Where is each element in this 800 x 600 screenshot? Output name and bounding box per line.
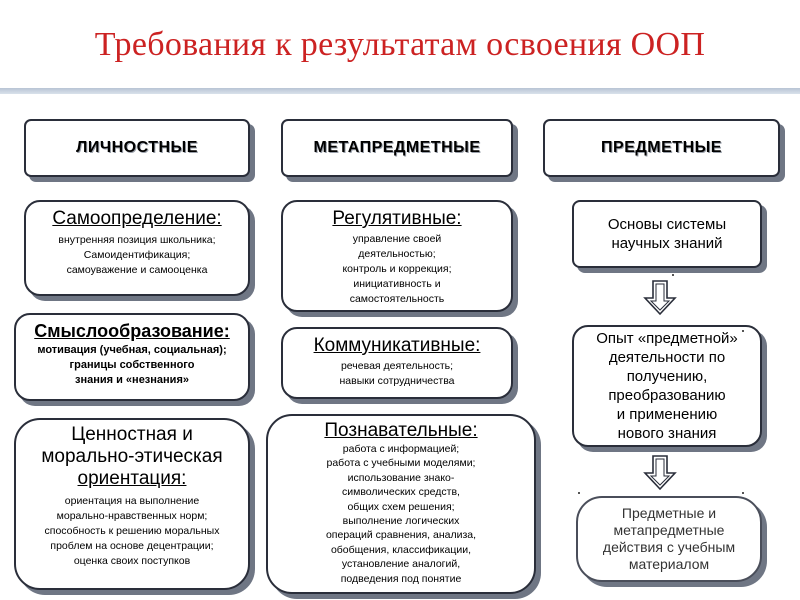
box-line: материалом (628, 556, 710, 572)
box-line: управление своей (352, 233, 442, 245)
box-line: ориентация на выполнение (64, 495, 200, 507)
box-line: Предметные и (621, 505, 717, 521)
box-line: установление аналогий, (341, 558, 461, 571)
header-personal: ЛИЧНОСТНЫЕ (24, 119, 250, 177)
box-line: самоуважение и самооценка (66, 264, 208, 276)
box-line: инициативность и (353, 278, 441, 290)
personal-box-meaning-formation: Смыслообразование: мотивация (учебная, с… (14, 313, 250, 401)
box-line: Основы системы (607, 216, 727, 233)
box-line: деятельностью; (358, 248, 436, 260)
box-line: знания и «незнания» (75, 374, 189, 386)
box-line: проблем на основе децентрации; (50, 540, 214, 552)
box-line: научных знаний (611, 235, 723, 252)
communicative-title: Коммуникативные: (313, 335, 481, 356)
self-determination-title: Самоопределение: (52, 208, 222, 229)
box-line: навыки сотрудничества (339, 375, 455, 387)
box-title-line: ориентация: (77, 468, 187, 489)
box-line: работа с информацией; (342, 443, 460, 455)
regulative-title: Регулятивные: (332, 208, 462, 229)
box-line: мотивация (учебная, социальная); (37, 344, 227, 356)
down-arrow-icon (643, 280, 677, 316)
header-meta-label: МЕТАПРЕДМЕТНЫЕ (313, 139, 481, 156)
page-title: Требования к результатам освоения ООП (94, 26, 706, 63)
subject-box-subject-experience: Опыт «предметной» деятельности по получе… (572, 325, 762, 447)
box-line: контроль и коррекция; (342, 263, 452, 275)
box-line: границы собственного (69, 359, 195, 371)
box-line: морально-нравственных норм; (56, 510, 208, 522)
subject-box-actions: Предметные и метапредметные действия с у… (576, 496, 762, 582)
box-line: оценка своих поступков (73, 555, 191, 567)
box-line: способность к решению моральных (44, 525, 220, 537)
subject-box-science-basics: Основы системы научных знаний (572, 200, 762, 268)
box-line: действия с учебным (602, 539, 736, 555)
meta-box-communicative: Коммуникативные: речевая деятельность; н… (281, 327, 513, 399)
header-personal-label: ЛИЧНОСТНЫЕ (76, 139, 198, 156)
box-line: символических средств, (342, 486, 460, 499)
box-line: общих схем решения; (347, 500, 455, 513)
down-arrow-icon (643, 455, 677, 491)
personal-box-value-orientation: Ценностная и морально-этическая ориентац… (14, 418, 250, 590)
meaning-formation-title: Смыслообразование: (34, 321, 230, 341)
cognitive-title: Познавательные: (324, 420, 478, 441)
personal-box-self-determination: Самоопределение: внутренняя позиция школ… (24, 200, 250, 296)
decorative-dot (742, 492, 744, 494)
title-divider (0, 88, 800, 94)
box-line: и применению (616, 406, 718, 423)
box-line: операций сравнения, анализа, (325, 529, 477, 542)
header-meta: МЕТАПРЕДМЕТНЫЕ (281, 119, 513, 177)
box-line: деятельности по (608, 349, 726, 366)
box-title-line: Ценностная и (71, 424, 193, 445)
box-line: работа с учебными моделями; (326, 457, 476, 470)
box-line: использование знако- (347, 471, 455, 484)
box-line: Опыт «предметной» (596, 330, 738, 347)
box-line: нового знания (617, 425, 717, 442)
decorative-dot (578, 492, 580, 494)
meta-box-regulative: Регулятивные: управление своей деятельно… (281, 200, 513, 312)
box-line: внутренняя позиция школьника; (58, 234, 216, 246)
box-line: выполнение логических (342, 515, 460, 528)
header-subject: ПРЕДМЕТНЫЕ (543, 119, 780, 177)
box-line: обобщения, классификации, (330, 543, 472, 556)
box-line: Самоидентификация; (83, 249, 191, 261)
decorative-dot (672, 274, 674, 276)
box-line: преобразованию (608, 387, 726, 404)
value-orientation-title: Ценностная и морально-этическая ориентац… (16, 424, 248, 490)
box-line: получению, (626, 368, 708, 385)
box-line: метапредметные (613, 522, 725, 538)
decorative-dot (742, 330, 744, 332)
box-title-line: морально-этическая (41, 446, 223, 467)
box-line: подведения под понятие (340, 572, 462, 585)
header-subject-label: ПРЕДМЕТНЫЕ (601, 139, 722, 156)
box-line: речевая деятельность; (340, 360, 454, 372)
box-line: самостоятельность (349, 293, 445, 305)
meta-box-cognitive: Познавательные: работа с информацией; ра… (266, 414, 536, 594)
